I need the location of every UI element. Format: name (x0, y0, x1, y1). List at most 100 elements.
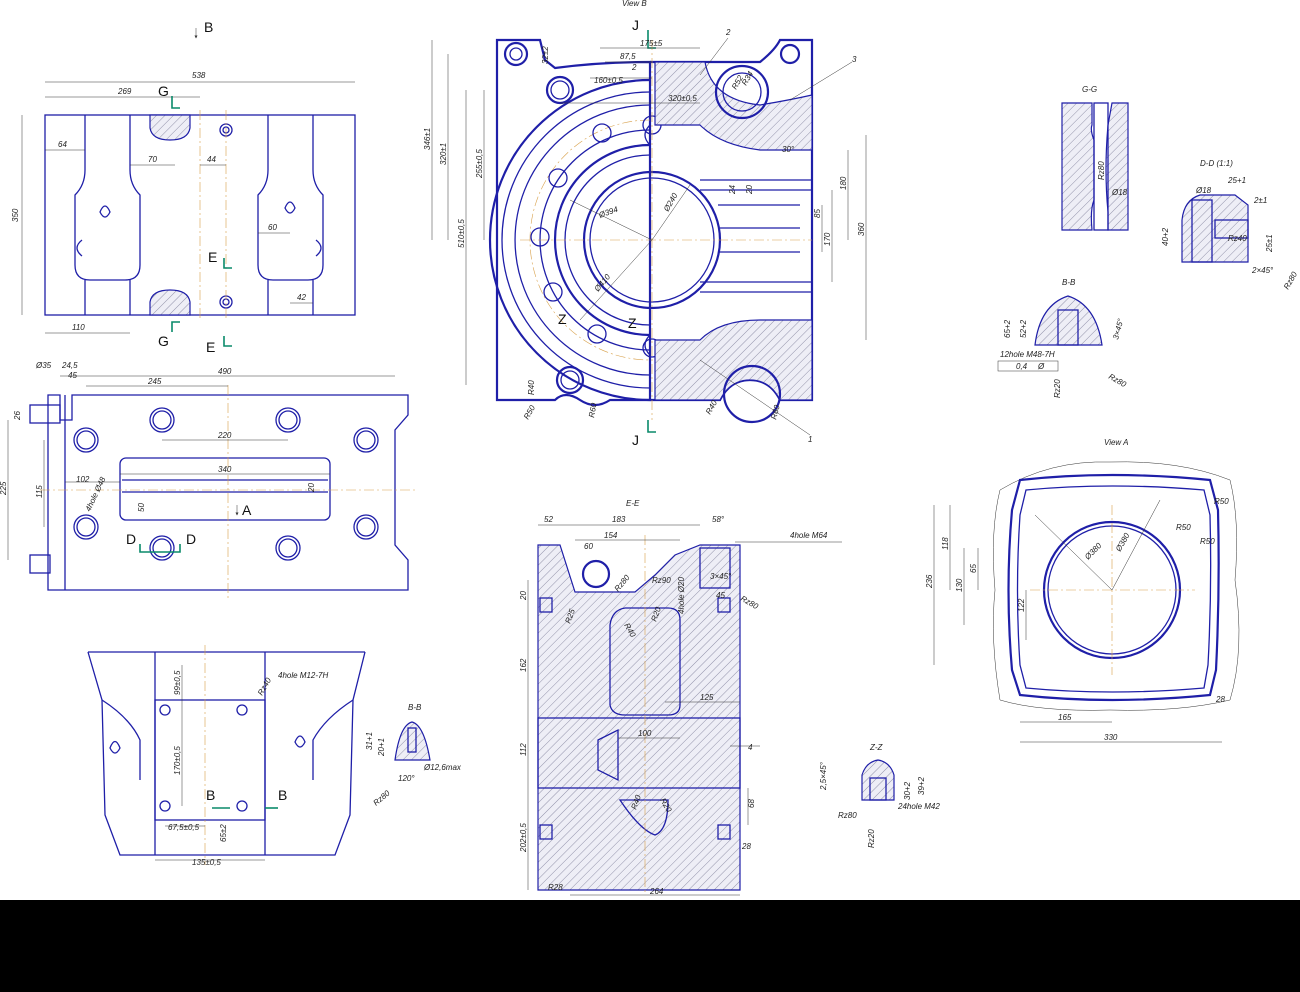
ee-title: E-E (626, 499, 640, 508)
dim-dd-rz80: Rz80 (1282, 270, 1299, 291)
zz-title: Z-Z (869, 743, 884, 752)
dim-67-5: 67,5±0,5 (168, 823, 200, 832)
dim-45: 45 (68, 371, 77, 380)
dim-bb-rz80: Rz80 (1107, 372, 1128, 389)
dim-32: 32±2 (541, 46, 550, 64)
dim-64: 64 (58, 140, 67, 149)
dim-ee-rz90: Rz90 (652, 576, 671, 585)
dim-346: 346±1 (423, 128, 432, 150)
dim-va-118: 118 (941, 537, 950, 550)
dim-zz-24hole: 24hole M42 (897, 802, 940, 811)
dim-bb-3x45: 3×45° (1111, 317, 1125, 341)
section-gg: G-G Rz80 Ø18 (1061, 85, 1129, 231)
dim-d240: Ø240 (661, 191, 679, 214)
callout-3: 3 (852, 55, 857, 64)
dim-20-vb: 20 (745, 185, 754, 195)
dim-r40-l: R40 (527, 380, 536, 395)
section-bb-small: B-B 31+1 20+1 120° Ø12,6max Rz80 (365, 703, 462, 808)
dim-va-236: 236 (925, 574, 934, 589)
dim-r34: R34 (740, 69, 755, 87)
middle-left-view: Ø35 24,5 45 245 490 26 225 115 220 340 1… (0, 361, 415, 600)
dim-dd-d18: Ø18 (1195, 186, 1212, 195)
dim-bbs-d12: Ø12,6max (423, 763, 462, 772)
dim-bb-65: 65+2 (1003, 319, 1012, 338)
section-e-top: E (208, 249, 217, 265)
section-z-right: Z (628, 315, 637, 331)
section-e-bottom: E (206, 339, 215, 355)
dim-bbs-rz80: Rz80 (372, 788, 393, 807)
dim-va-65: 65 (969, 564, 978, 573)
dim-20-mid: 20 (307, 483, 316, 493)
bottom-banner (0, 900, 1300, 992)
dim-42: 42 (297, 293, 306, 302)
dim-360: 360 (857, 222, 866, 236)
dim-87-5: 87,5 (620, 52, 636, 61)
dim-ee-100: 100 (638, 729, 652, 738)
dim-bbs-20: 20+1 (377, 738, 386, 757)
dim-170: 170±0,5 (173, 746, 182, 775)
dim-zz-rz80: Rz80 (838, 811, 857, 820)
dim-ee-162: 162 (519, 658, 528, 672)
section-zz: Z-Z 2,5×45° 30+2 39+2 Rz80 24hole M42 Rz… (819, 743, 940, 848)
dim-r50: R50 (522, 403, 537, 421)
section-j-top: J (632, 17, 639, 33)
dim-ee-58: 58° (712, 515, 725, 524)
dim-ee-3x45: 3×45° (710, 572, 732, 581)
dim-va-r50-2: R50 (1176, 523, 1191, 532)
dim-ee-4: 4 (748, 743, 753, 752)
dim-ee-112: 112 (519, 743, 528, 756)
dim-ee-154: 154 (604, 531, 618, 540)
dim-ee-20: 20 (519, 591, 528, 601)
dim-d35: Ø35 (35, 361, 52, 370)
dim-ee-202: 202±0,5 (519, 823, 528, 853)
dim-245: 245 (147, 377, 162, 386)
dim-99: 99±0,5 (173, 670, 182, 695)
dim-ee-264: 264 (649, 887, 664, 896)
section-b-left: B (206, 787, 215, 803)
drawing-canvas: 538 269 64 70 44 60 42 350 110 B G G E E (0, 0, 1299, 896)
dim-60: 60 (268, 223, 277, 232)
dim-50: 50 (137, 503, 146, 512)
dim-160: 160±0,5 (594, 76, 623, 85)
engineering-drawing: 538 269 64 70 44 60 42 350 110 B G G E E (0, 0, 1300, 896)
dim-65-2: 65±2 (219, 824, 228, 842)
dim-30deg: 30° (782, 145, 795, 154)
view-b-title: View B (622, 0, 647, 8)
section-bb-right: B-B 65+2 52+2 3×45° 12hole M48-7H 0,4 Ø … (997, 278, 1128, 398)
dim-va-d380-1: Ø380 (1082, 541, 1103, 562)
dim-135: 135±0,5 (192, 858, 221, 867)
dim-dd-rz40: Rz40 (1228, 234, 1247, 243)
section-d-left: D (126, 531, 136, 547)
dim-va-r50-1: R50 (1214, 497, 1229, 506)
dim-dd-2x45: 2×45° (1251, 266, 1274, 275)
dim-70: 70 (148, 155, 157, 164)
section-z-left: Z (558, 311, 567, 327)
section-b-right: B (278, 787, 287, 803)
section-ee: E-E 52 183 58° 154 60 4hole M64 3×45° 45… (519, 499, 842, 896)
dim-dd-25: 25+1 (1227, 176, 1246, 185)
dim-24: 24 (728, 185, 737, 195)
dim-rz40-bl: Rz40 (256, 676, 273, 697)
dim-ee-rz80-r: Rz80 (739, 594, 760, 611)
dim-va-28: 28 (1215, 695, 1225, 704)
dim-320-05: 320±0,5 (668, 94, 697, 103)
dim-4hole-m12: 4hole M12-7H (278, 671, 328, 680)
hole-row-top (73, 407, 379, 561)
dim-bbs-120: 120° (398, 774, 415, 783)
dim-gg-rz80: Rz80 (1097, 161, 1106, 180)
dim-220: 220 (217, 431, 232, 440)
dim-26: 26 (13, 411, 22, 421)
section-g-top: G (158, 83, 169, 99)
section-b-label: B (204, 19, 213, 35)
dim-bb-52: 52+2 (1019, 319, 1028, 338)
bottom-left-view: 4hole M12-7H Rz40 99±0,5 170±0,5 67,5±0,… (87, 645, 366, 867)
dim-ee-4hole-d20: 4hole Ø20 (677, 577, 686, 614)
dim-dd-25-1: 25±1 (1265, 234, 1274, 253)
view-b: View B J J (423, 0, 867, 448)
dim-115: 115 (35, 485, 44, 498)
dim-va-d380-2: Ø380 (1113, 531, 1131, 554)
bb-right-title: B-B (1062, 278, 1076, 287)
callout-2: 2 (725, 28, 731, 37)
dim-2: 2 (631, 63, 637, 72)
section-dd: D-D (1:1) Ø18 25+1 2±1 40+2 Rz40 25±1 2×… (1161, 159, 1299, 291)
